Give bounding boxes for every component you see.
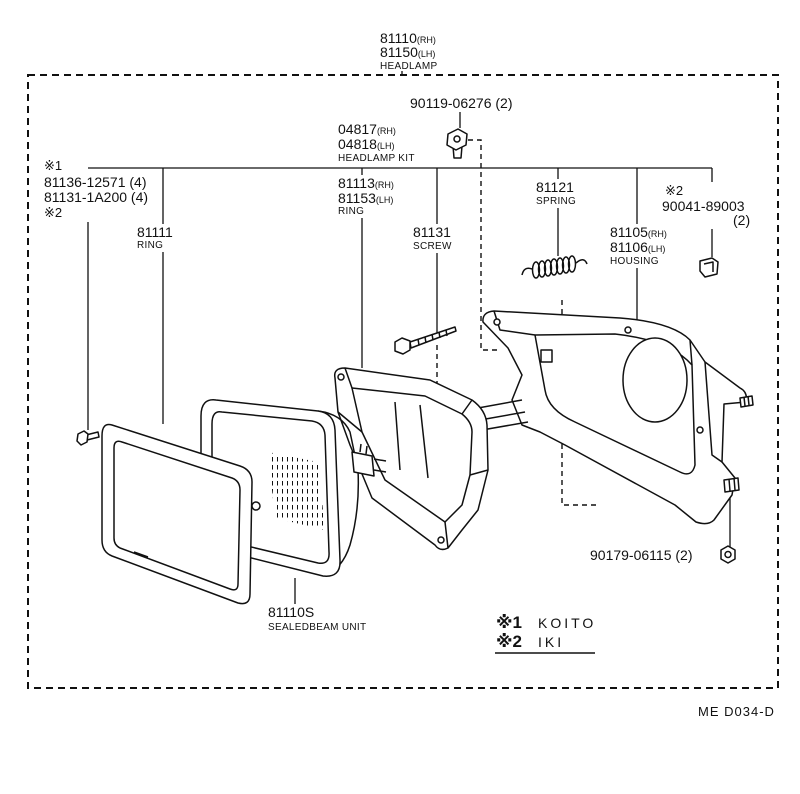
screws-left-mark2: ※2	[44, 205, 62, 220]
headlamp-pn-rh: 81110(RH)	[380, 30, 436, 46]
ring-rear-pn1: 81113	[338, 175, 375, 191]
headlamp-name: HEADLAMP	[380, 61, 437, 72]
ring-rear-drawing	[333, 367, 489, 551]
clip-mark: ※2	[665, 183, 683, 198]
screws-left-pn2: 81131-1A200 (4)	[44, 189, 148, 205]
legend-name-2: IKI	[538, 634, 564, 650]
housing-sfx1: (RH)	[648, 229, 667, 239]
screws-left-mark1: ※1	[44, 158, 62, 173]
ring-rear-pn2: 81153	[338, 190, 376, 206]
clip-drawing	[699, 257, 719, 278]
bolt-hidden-line	[468, 139, 498, 351]
housing-pn1: 81105	[610, 224, 648, 240]
screws-left-pn1: 81136-12571 (4)	[44, 174, 146, 190]
legend-mark-2: ※2	[496, 632, 522, 651]
kit-pn-lh: 04818(LH)	[338, 136, 394, 152]
drawing-code: ME D034-D	[698, 704, 775, 719]
clip-qty: (2)	[733, 212, 750, 228]
spring-drawing	[521, 255, 588, 279]
kit-name: HEADLAMP KIT	[338, 153, 415, 164]
ring-rear-pn-rh: 81113(RH)	[338, 175, 394, 191]
leader-lines	[87, 71, 731, 604]
housing-pn-lh: 81106(LH)	[610, 239, 665, 255]
bolt-top-pn: 90119-06276 (2)	[410, 95, 512, 111]
bolt-top-drawing	[446, 128, 468, 159]
headlamp-pn2: 81150	[380, 44, 418, 60]
screws-left-drawing	[76, 430, 100, 446]
kit-sfx1: (RH)	[377, 126, 396, 136]
kit-pn-rh: 04817(RH)	[338, 121, 396, 137]
kit-sfx2: (LH)	[377, 141, 395, 151]
headlamp-assembly-boundary	[27, 74, 779, 689]
ring-rear-sfx1: (RH)	[375, 180, 394, 190]
sealed-beam-pn: 81110S	[268, 604, 314, 620]
screw-name: SCREW	[413, 241, 452, 252]
screw-pn: 81131	[413, 224, 451, 240]
sealed-beam-name: SEALEDBEAM UNIT	[268, 622, 366, 633]
kit-pn1: 04817	[338, 121, 377, 137]
housing-pn-rh: 81105(RH)	[610, 224, 667, 240]
legend-mark-1: ※1	[496, 613, 522, 632]
nut-pn: 90179-06115 (2)	[590, 547, 692, 563]
ring-rear-sfx2: (LH)	[376, 195, 394, 205]
housing-drawing	[477, 310, 754, 525]
ring-rear-pn-lh: 81153(LH)	[338, 190, 393, 206]
nut-drawing	[720, 545, 736, 564]
ring-front-name: RING	[137, 240, 163, 251]
housing-sfx2: (LH)	[648, 244, 666, 254]
ring-front-drawing	[101, 423, 261, 605]
housing-pn2: 81106	[610, 239, 648, 255]
housing-name: HOUSING	[610, 256, 659, 267]
kit-pn2: 04818	[338, 136, 377, 152]
ring-front-pn: 81111	[137, 224, 173, 240]
headlamp-sfx1: (RH)	[417, 35, 436, 45]
ring-rear-name: RING	[338, 206, 364, 217]
spring-pn: 81121	[536, 179, 574, 195]
headlamp-pn-lh: 81150(LH)	[380, 44, 435, 60]
legend-name-1: KOITO	[538, 615, 596, 631]
headlamp-pn1: 81110	[380, 30, 417, 46]
maker-legend: ※1 KOITO ※2 IKI	[495, 613, 596, 654]
clip-pn: 90041-89003	[662, 198, 745, 214]
spring-name: SPRING	[536, 196, 576, 207]
headlamp-sfx2: (LH)	[418, 49, 436, 59]
screw-drawing	[394, 326, 457, 355]
